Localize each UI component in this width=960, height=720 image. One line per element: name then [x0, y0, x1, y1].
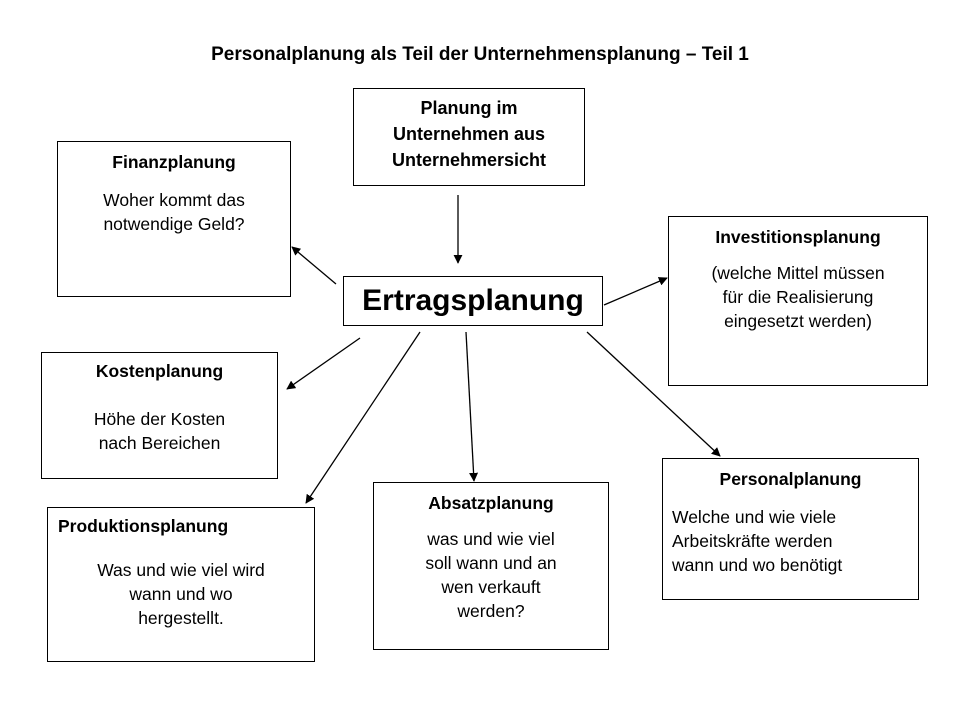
produktion-line-2: wann und wo — [129, 584, 233, 604]
arrow-to-personal — [586, 331, 721, 457]
produktion-heading: Produktionsplanung — [58, 516, 229, 536]
kosten-heading: Kostenplanung — [95, 361, 224, 381]
absatz-line-1: was und wie viel — [427, 529, 555, 549]
kosten-line-2: nach Bereichen — [98, 433, 221, 453]
top-line-3: Unternehmersicht — [391, 150, 547, 170]
box-personalplanung: Personalplanung Welche und wie viele Arb… — [662, 458, 919, 600]
arrow-to-finanz — [291, 246, 337, 285]
finanz-line-1: Woher kommt das — [103, 190, 245, 210]
personal-line-2: Arbeitskräfte werden — [672, 531, 833, 551]
box-kostenplanung: Kostenplanung Höhe der Kosten nach Berei… — [41, 352, 278, 479]
invest-line-2: für die Realisierung — [722, 287, 874, 307]
invest-heading: Investitionsplanung — [715, 227, 881, 247]
kosten-line-1: Höhe der Kosten — [93, 409, 226, 429]
top-line-1: Planung im — [420, 98, 518, 118]
invest-line-3: eingesetzt werden) — [724, 311, 872, 331]
absatz-heading: Absatzplanung — [428, 493, 554, 513]
personal-line-1: Welche und wie viele — [672, 507, 837, 527]
box-planung-unternehmen: Planung im Unternehmen aus Unternehmersi… — [353, 88, 585, 186]
produktion-line-3: hergestellt. — [138, 608, 224, 628]
box-investitionsplanung: Investitionsplanung (welche Mittel müsse… — [668, 216, 928, 386]
absatz-line-3: wen verkauft — [441, 577, 541, 597]
absatz-line-2: soll wann und an — [425, 553, 557, 573]
produktion-line-1: Was und wie viel wird — [97, 560, 265, 580]
top-line-2: Unternehmen aus — [392, 124, 546, 144]
box-absatzplanung: Absatzplanung was und wie viel soll wann… — [373, 482, 609, 650]
finanz-heading: Finanzplanung — [112, 152, 236, 172]
box-ertragsplanung: Ertragsplanung — [343, 276, 603, 326]
arrow-to-produktion — [305, 331, 421, 504]
absatz-line-4: werden? — [457, 601, 525, 621]
arrow-to-absatz — [465, 331, 479, 482]
personal-line-3: wann und wo benötigt — [672, 555, 843, 575]
arrow-to-invest — [603, 277, 668, 306]
personal-heading: Personalplanung — [719, 469, 862, 489]
slide-title: Personalplanung als Teil der Unternehmen… — [211, 44, 749, 65]
box-produktionsplanung: Produktionsplanung Was und wie viel wird… — [47, 507, 315, 662]
invest-line-1: (welche Mittel müssen — [711, 263, 885, 283]
box-finanzplanung: Finanzplanung Woher kommt das notwendige… — [57, 141, 291, 297]
finanz-line-2: notwendige Geld? — [103, 214, 245, 234]
arrow-to-kosten — [286, 337, 361, 390]
